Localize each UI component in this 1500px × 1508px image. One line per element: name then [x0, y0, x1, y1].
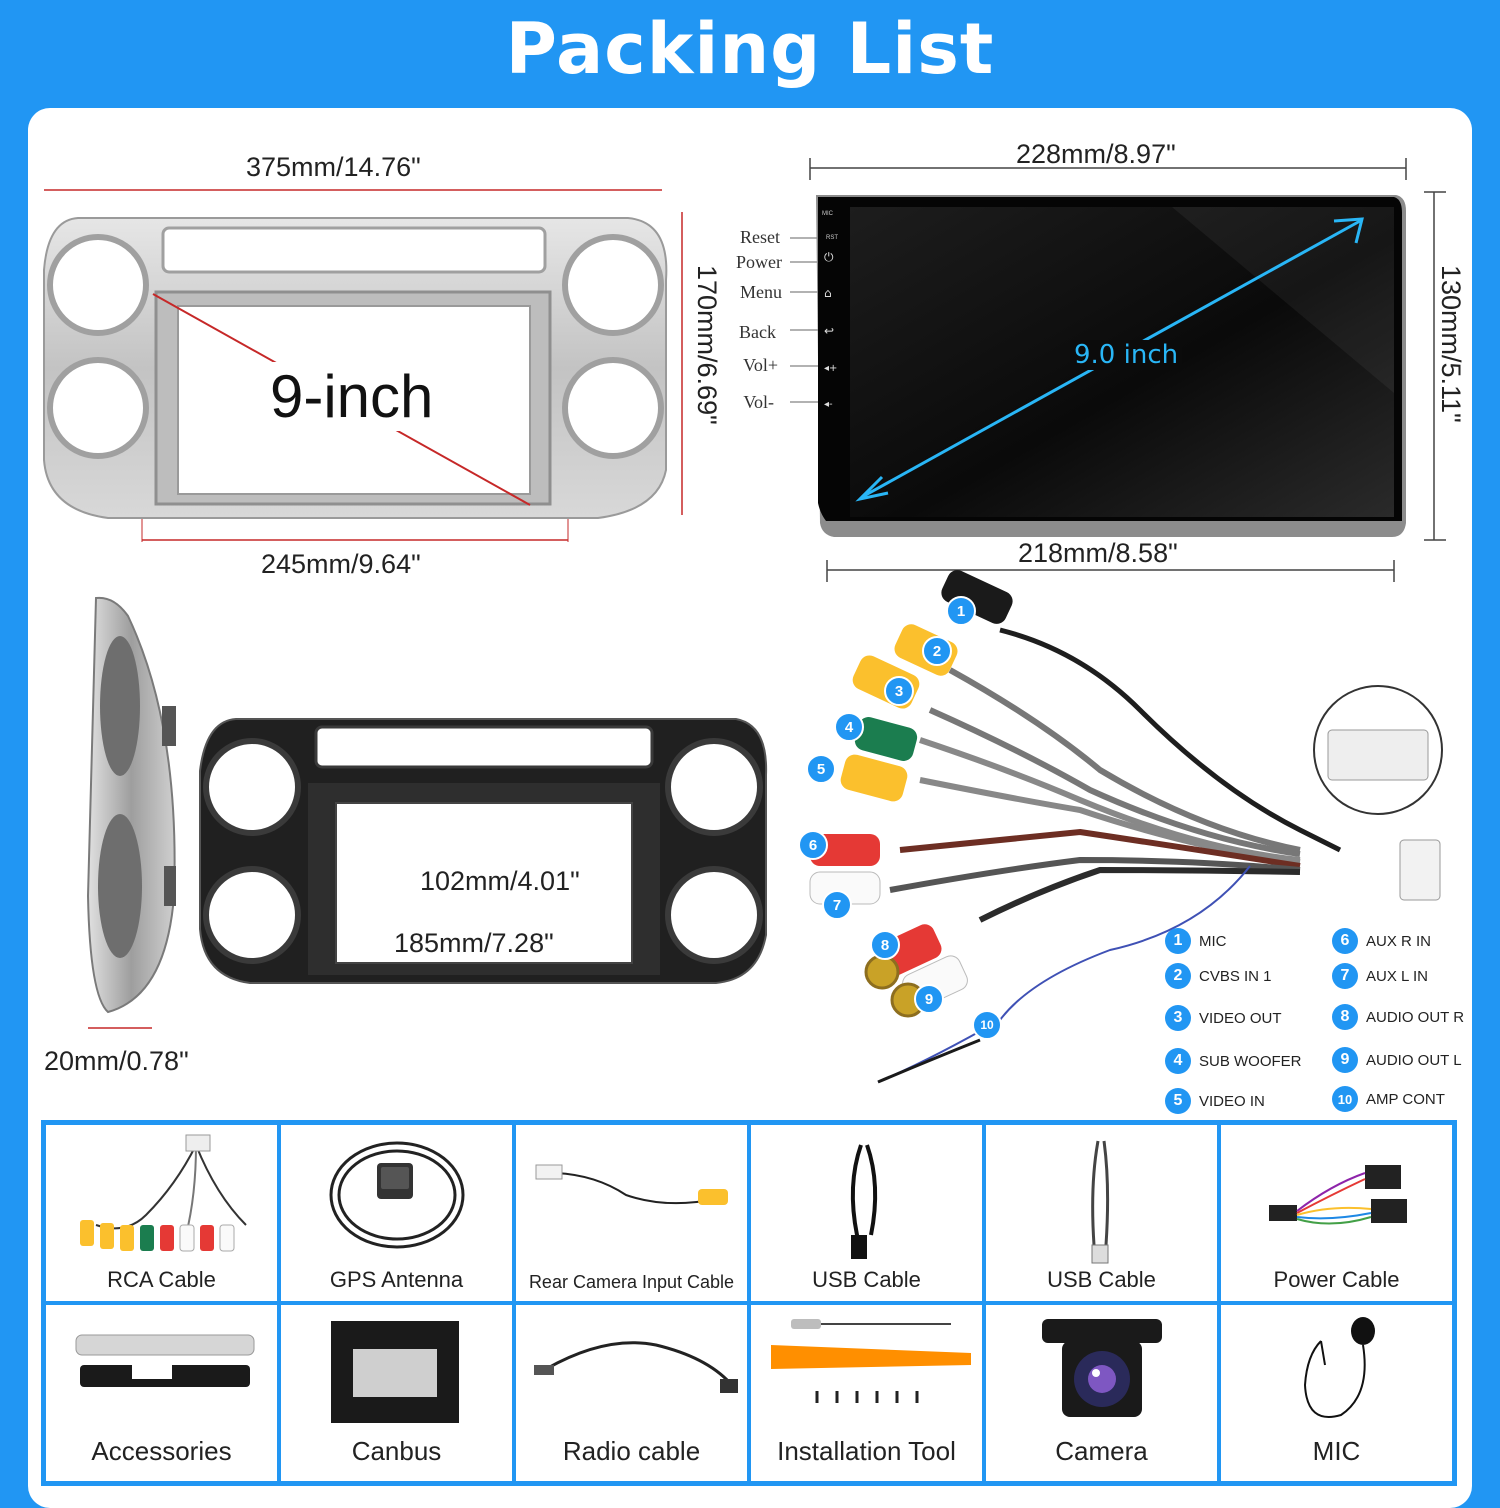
usb-cable-icon [850, 1144, 878, 1259]
screen-bottom-width-label: 218mm/8.58" [1018, 538, 1178, 568]
item-power-cable: Power Cable [1219, 1123, 1454, 1303]
connector-badge-6: 6 [798, 830, 828, 860]
vol-down-label: Vol- [743, 392, 774, 412]
item-gps-antenna: GPS Antenna [279, 1123, 514, 1303]
svg-text:↩: ↩ [824, 324, 834, 338]
connector-badge-5: 5 [806, 754, 836, 784]
packing-items-grid: RCA Cable GPS Antenna Rear Camera Input … [41, 1120, 1457, 1486]
usb-cable-icon [1091, 1140, 1110, 1264]
item-accessories: Accessories [44, 1303, 279, 1483]
item-camera: Camera [984, 1303, 1219, 1483]
item-label: MIC [1312, 1436, 1361, 1466]
connector-badge-4: 4 [834, 712, 864, 742]
item-usb-cable-1: USB Cable [749, 1123, 984, 1303]
item-label: Camera [1055, 1436, 1148, 1466]
connector-badge-3: 3 [884, 676, 914, 706]
screen-diagonal-label: 9.0 inch [1070, 340, 1183, 370]
connector-badge-8: 8 [870, 930, 900, 960]
svg-text:MIC: MIC [822, 211, 834, 217]
mic-icon [1303, 1317, 1375, 1418]
frame-width-label: 375mm/14.76" [246, 152, 421, 182]
item-label: Canbus [351, 1436, 442, 1466]
item-label: Rear Camera Input Cable [528, 1272, 735, 1292]
reset-label: Reset [740, 227, 780, 247]
item-installation-tool: Installation Tool [749, 1303, 984, 1483]
power-label: Power [736, 252, 782, 272]
rear-camera-cable-icon [535, 1164, 728, 1205]
rca-cable-icon [80, 1134, 247, 1252]
vol-up-label: Vol+ [743, 355, 778, 375]
svg-text:⌂: ⌂ [824, 286, 832, 300]
accessories-icon [75, 1334, 255, 1387]
frame-depth-label: 20mm/0.78" [44, 1046, 189, 1076]
gps-antenna-icon [329, 1141, 465, 1249]
item-usb-cable-2: USB Cable [984, 1123, 1219, 1303]
installation-tool-icon [771, 1319, 971, 1403]
frame-size-label: 9-inch [266, 362, 438, 431]
screen-height-label: 130mm/5.11" [1436, 265, 1466, 423]
connector-badge-9: 9 [914, 984, 944, 1014]
item-label: Power Cable [1273, 1267, 1400, 1292]
item-label: RCA Cable [107, 1267, 216, 1292]
item-rca-cable: RCA Cable [44, 1123, 279, 1303]
item-radio-cable: Radio cable [514, 1303, 749, 1483]
item-canbus: Canbus [279, 1303, 514, 1483]
frame-side-view-image [86, 596, 176, 1014]
svg-text:RST: RST [826, 235, 838, 241]
page-title: Packing List [505, 8, 995, 90]
connector-badge-1: 1 [946, 596, 976, 626]
screen-width-label: 228mm/8.97" [1016, 139, 1176, 169]
item-mic: MIC [1219, 1303, 1454, 1483]
svg-text:⏻: ⏻ [824, 250, 834, 264]
connector-badge-10: 10 [972, 1010, 1002, 1040]
frame-inner-width-label: 245mm/9.64" [261, 549, 421, 579]
item-label: USB Cable [1047, 1267, 1156, 1292]
item-label: Installation Tool [777, 1436, 956, 1466]
opening-height-label: 102mm/4.01" [420, 866, 580, 897]
connector-badge-7: 7 [822, 890, 852, 920]
item-label: Radio cable [562, 1436, 701, 1466]
back-label: Back [739, 322, 776, 342]
camera-icon [1042, 1319, 1162, 1417]
svg-text:◂-: ◂- [824, 399, 833, 410]
connector-badge-2: 2 [922, 636, 952, 666]
svg-text:◂+: ◂+ [824, 363, 837, 374]
item-label: GPS Antenna [329, 1267, 464, 1292]
item-label: Accessories [91, 1436, 232, 1466]
radio-cable-icon [534, 1341, 738, 1393]
opening-width-label: 185mm/7.28" [394, 928, 554, 959]
item-rear-camera-input-cable: Rear Camera Input Cable [514, 1123, 749, 1303]
item-label: USB Cable [812, 1267, 921, 1292]
power-cable-icon [1269, 1165, 1407, 1225]
canbus-icon [331, 1321, 459, 1423]
menu-label: Menu [740, 282, 782, 302]
